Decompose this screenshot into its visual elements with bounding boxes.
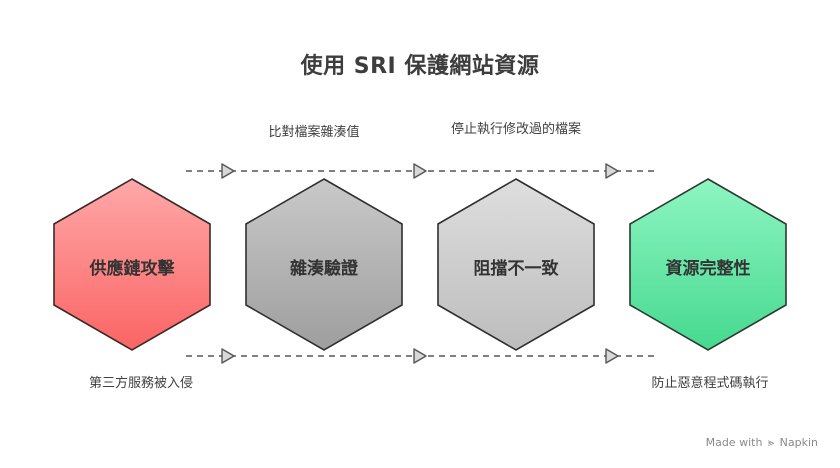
annotation-bottom-2: 防止惡意程式碼執行 [651, 376, 769, 391]
step-label-1: 供應鏈攻擊 [89, 259, 175, 279]
annotation-bottom-1: 第三方服務被入侵 [88, 376, 193, 391]
brand-watermark: Made with ⪢ Napkin [706, 436, 818, 450]
arrowhead-icon [605, 348, 619, 364]
arrowhead-icon [605, 163, 619, 179]
arrowhead-icon [221, 348, 235, 364]
arrowhead-icon [221, 163, 235, 179]
brand-made-with: Made with [705, 436, 763, 449]
arrowheads [221, 163, 619, 364]
hexagon-hash-verification [245, 178, 403, 351]
hexagon-block-mismatch [437, 178, 595, 351]
arrowhead-icon [413, 348, 427, 364]
annotation-top-2: 停止執行修改過的檔案 [450, 122, 581, 137]
step-label-3: 阻擋不一致 [473, 259, 559, 279]
hexagon-resource-integrity [629, 178, 787, 351]
annotation-top-1: 比對檔案雜湊值 [268, 125, 360, 140]
step-label-2: 雜湊驗證 [290, 259, 358, 279]
step-label-4: 資源完整性 [665, 259, 751, 279]
hexagon-supply-chain-attack [53, 178, 211, 351]
diagram-title: 使用 SRI 保護網站資源 [300, 54, 540, 79]
napkin-logo-icon: ⪢ [767, 436, 775, 449]
brand-name: Napkin [779, 436, 818, 449]
arrowhead-icon [413, 163, 427, 179]
